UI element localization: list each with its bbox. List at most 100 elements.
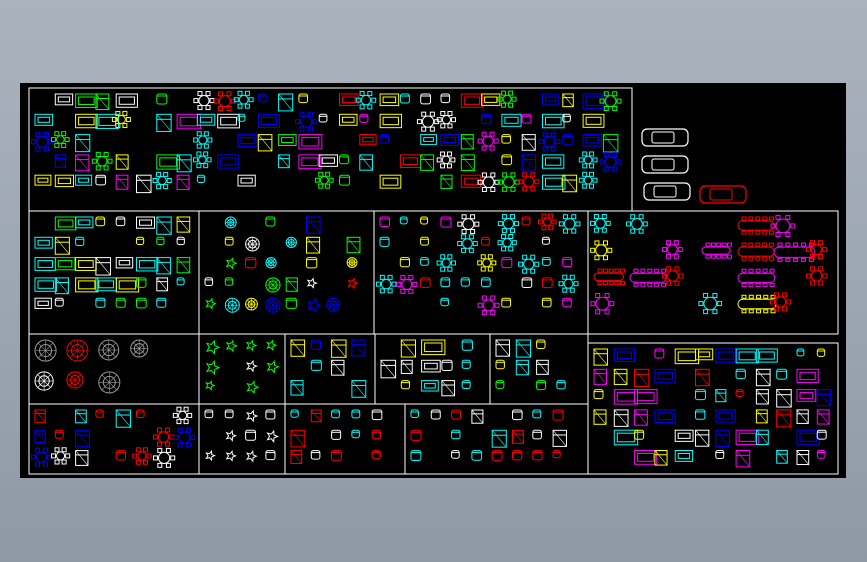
chair-block: [218, 91, 224, 97]
chair-block: [196, 174, 206, 183]
sofa-cushion: [78, 219, 91, 226]
chair-block: [534, 261, 540, 267]
rug-spoke: [291, 242, 296, 247]
round-table-block: [563, 278, 574, 289]
furniture-detail: [380, 360, 396, 378]
chair-block: [608, 268, 614, 273]
chair-block: [666, 266, 672, 272]
chair-block: [616, 159, 622, 165]
chair-block: [589, 220, 595, 226]
chair-block: [522, 172, 528, 178]
chair-block: [156, 297, 167, 308]
rug-spoke: [101, 349, 109, 358]
chair-block: [530, 172, 536, 178]
chair-block: [75, 236, 85, 247]
sofa-cushion: [443, 137, 457, 144]
chair-block: [677, 246, 683, 252]
sofa-cushion: [159, 157, 178, 167]
round-table-block: [543, 135, 556, 148]
chair-block: [408, 288, 414, 294]
sofa-cushion: [677, 351, 697, 362]
chair-block: [809, 253, 815, 259]
chair-block: [562, 134, 574, 146]
plant-block: [266, 429, 279, 443]
rug-spoke: [230, 222, 235, 227]
chair-block: [245, 429, 257, 441]
cad-model-viewport[interactable]: [20, 83, 846, 478]
chair-block: [481, 277, 491, 288]
chair-block: [816, 429, 827, 440]
chair-block: [196, 163, 202, 169]
furniture-block: [331, 339, 347, 358]
sofa-cushion: [98, 280, 115, 289]
furniture-detail: [441, 380, 455, 396]
round-table-block: [441, 115, 452, 125]
chair-block: [187, 412, 193, 418]
chair-block: [589, 171, 595, 177]
chair-block: [816, 348, 826, 357]
chair-block: [451, 429, 461, 440]
chair-block: [501, 154, 513, 166]
chair-block: [741, 256, 747, 261]
chair-block: [530, 268, 536, 274]
chair-block: [748, 282, 754, 287]
chair-block: [440, 297, 449, 307]
furniture-block: [521, 154, 537, 172]
chair-block: [440, 93, 451, 104]
furniture-detail: [521, 134, 536, 151]
chair-block: [578, 157, 584, 163]
car-cabin: [651, 131, 675, 144]
chair-block: [440, 254, 446, 260]
chair-block: [299, 111, 305, 117]
sofa-cushion: [799, 432, 818, 442]
round-table-block: [35, 451, 47, 463]
sofa-cushion: [463, 96, 481, 105]
chair-block: [552, 450, 561, 459]
chair-block: [769, 216, 775, 221]
furniture-block: [400, 359, 413, 374]
furniture-detail: [817, 389, 831, 406]
chair-block: [532, 429, 542, 440]
plant-block: [306, 277, 318, 289]
chair-block: [774, 306, 780, 312]
sofa-cushion: [118, 96, 135, 105]
furniture-detail: [401, 339, 416, 358]
chair-block: [782, 306, 788, 312]
round-table-block: [360, 94, 372, 106]
sofa-cushion: [738, 351, 756, 361]
chair-block: [440, 151, 446, 157]
chair-block: [177, 442, 183, 448]
furniture-detail: [695, 369, 710, 386]
chair-block: [285, 297, 297, 309]
chair-block: [592, 177, 598, 183]
chair-block: [355, 97, 361, 103]
chair-block: [237, 103, 243, 109]
chair-block: [741, 268, 747, 273]
chair-block: [387, 274, 393, 280]
chair-block: [695, 389, 707, 401]
rug-spoke: [351, 258, 356, 263]
furniture-block: [634, 409, 648, 426]
chair-block: [54, 297, 64, 307]
chair-block: [43, 146, 49, 152]
chair-block: [662, 273, 668, 279]
sofa-block: [237, 174, 256, 187]
chair-block: [594, 255, 600, 261]
sofa-block: [654, 409, 676, 424]
furniture-detail: [461, 154, 475, 171]
furniture-detail: [351, 339, 366, 357]
chair-block: [436, 117, 442, 123]
sofa-cushion: [37, 116, 51, 123]
sofa-block: [542, 113, 565, 129]
chair-block: [487, 254, 493, 260]
chair-block: [590, 301, 596, 307]
sofa-cushion: [424, 342, 443, 353]
chair-block: [821, 247, 827, 253]
sofa-block: [613, 348, 635, 363]
chair-block: [474, 221, 480, 227]
chair-block: [65, 453, 71, 459]
sofa-block: [34, 277, 57, 292]
panel-frame-14: [404, 403, 589, 475]
chair-block: [602, 255, 608, 261]
rug-spoke: [252, 243, 258, 250]
